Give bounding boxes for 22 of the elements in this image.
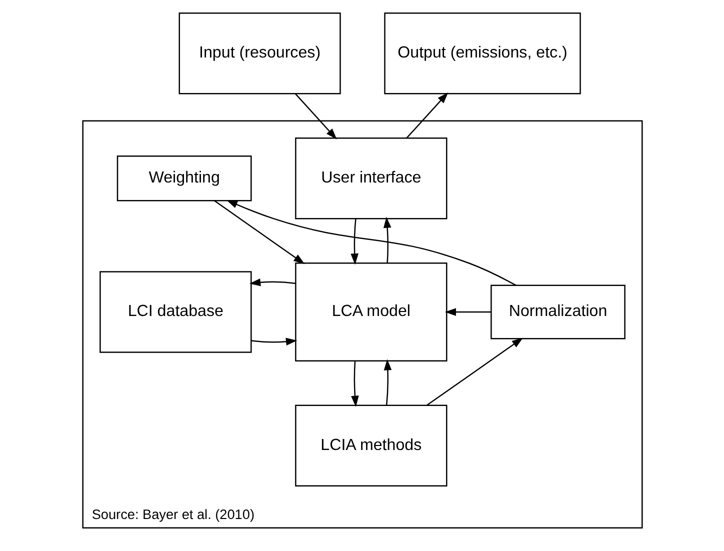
arrow: [444, 308, 491, 316]
node-box: LCIA methods: [294, 404, 447, 486]
cluster: [82, 120, 642, 529]
arrow: [226, 200, 516, 286]
arrow: [350, 218, 358, 265]
arrow: [294, 93, 336, 140]
node-box: Normalization: [490, 284, 625, 340]
arrow: [382, 216, 391, 263]
node-box: User interface: [294, 138, 447, 220]
arrow: [406, 92, 448, 138]
arrow: [426, 338, 523, 406]
node-box: LCI database: [99, 271, 252, 353]
node-box: Weighting: [116, 155, 252, 202]
arrow: [248, 278, 295, 286]
node-box: Output (emissions, etc.): [384, 12, 580, 94]
arrow: [250, 338, 297, 346]
caption: Source: Bayer et al. (2010): [91, 507, 254, 522]
arrow: [350, 360, 358, 407]
arrow: [213, 200, 304, 264]
arrow: [383, 359, 392, 406]
node-box: LCA model: [294, 262, 447, 362]
node-box: Input (resources): [178, 12, 340, 94]
